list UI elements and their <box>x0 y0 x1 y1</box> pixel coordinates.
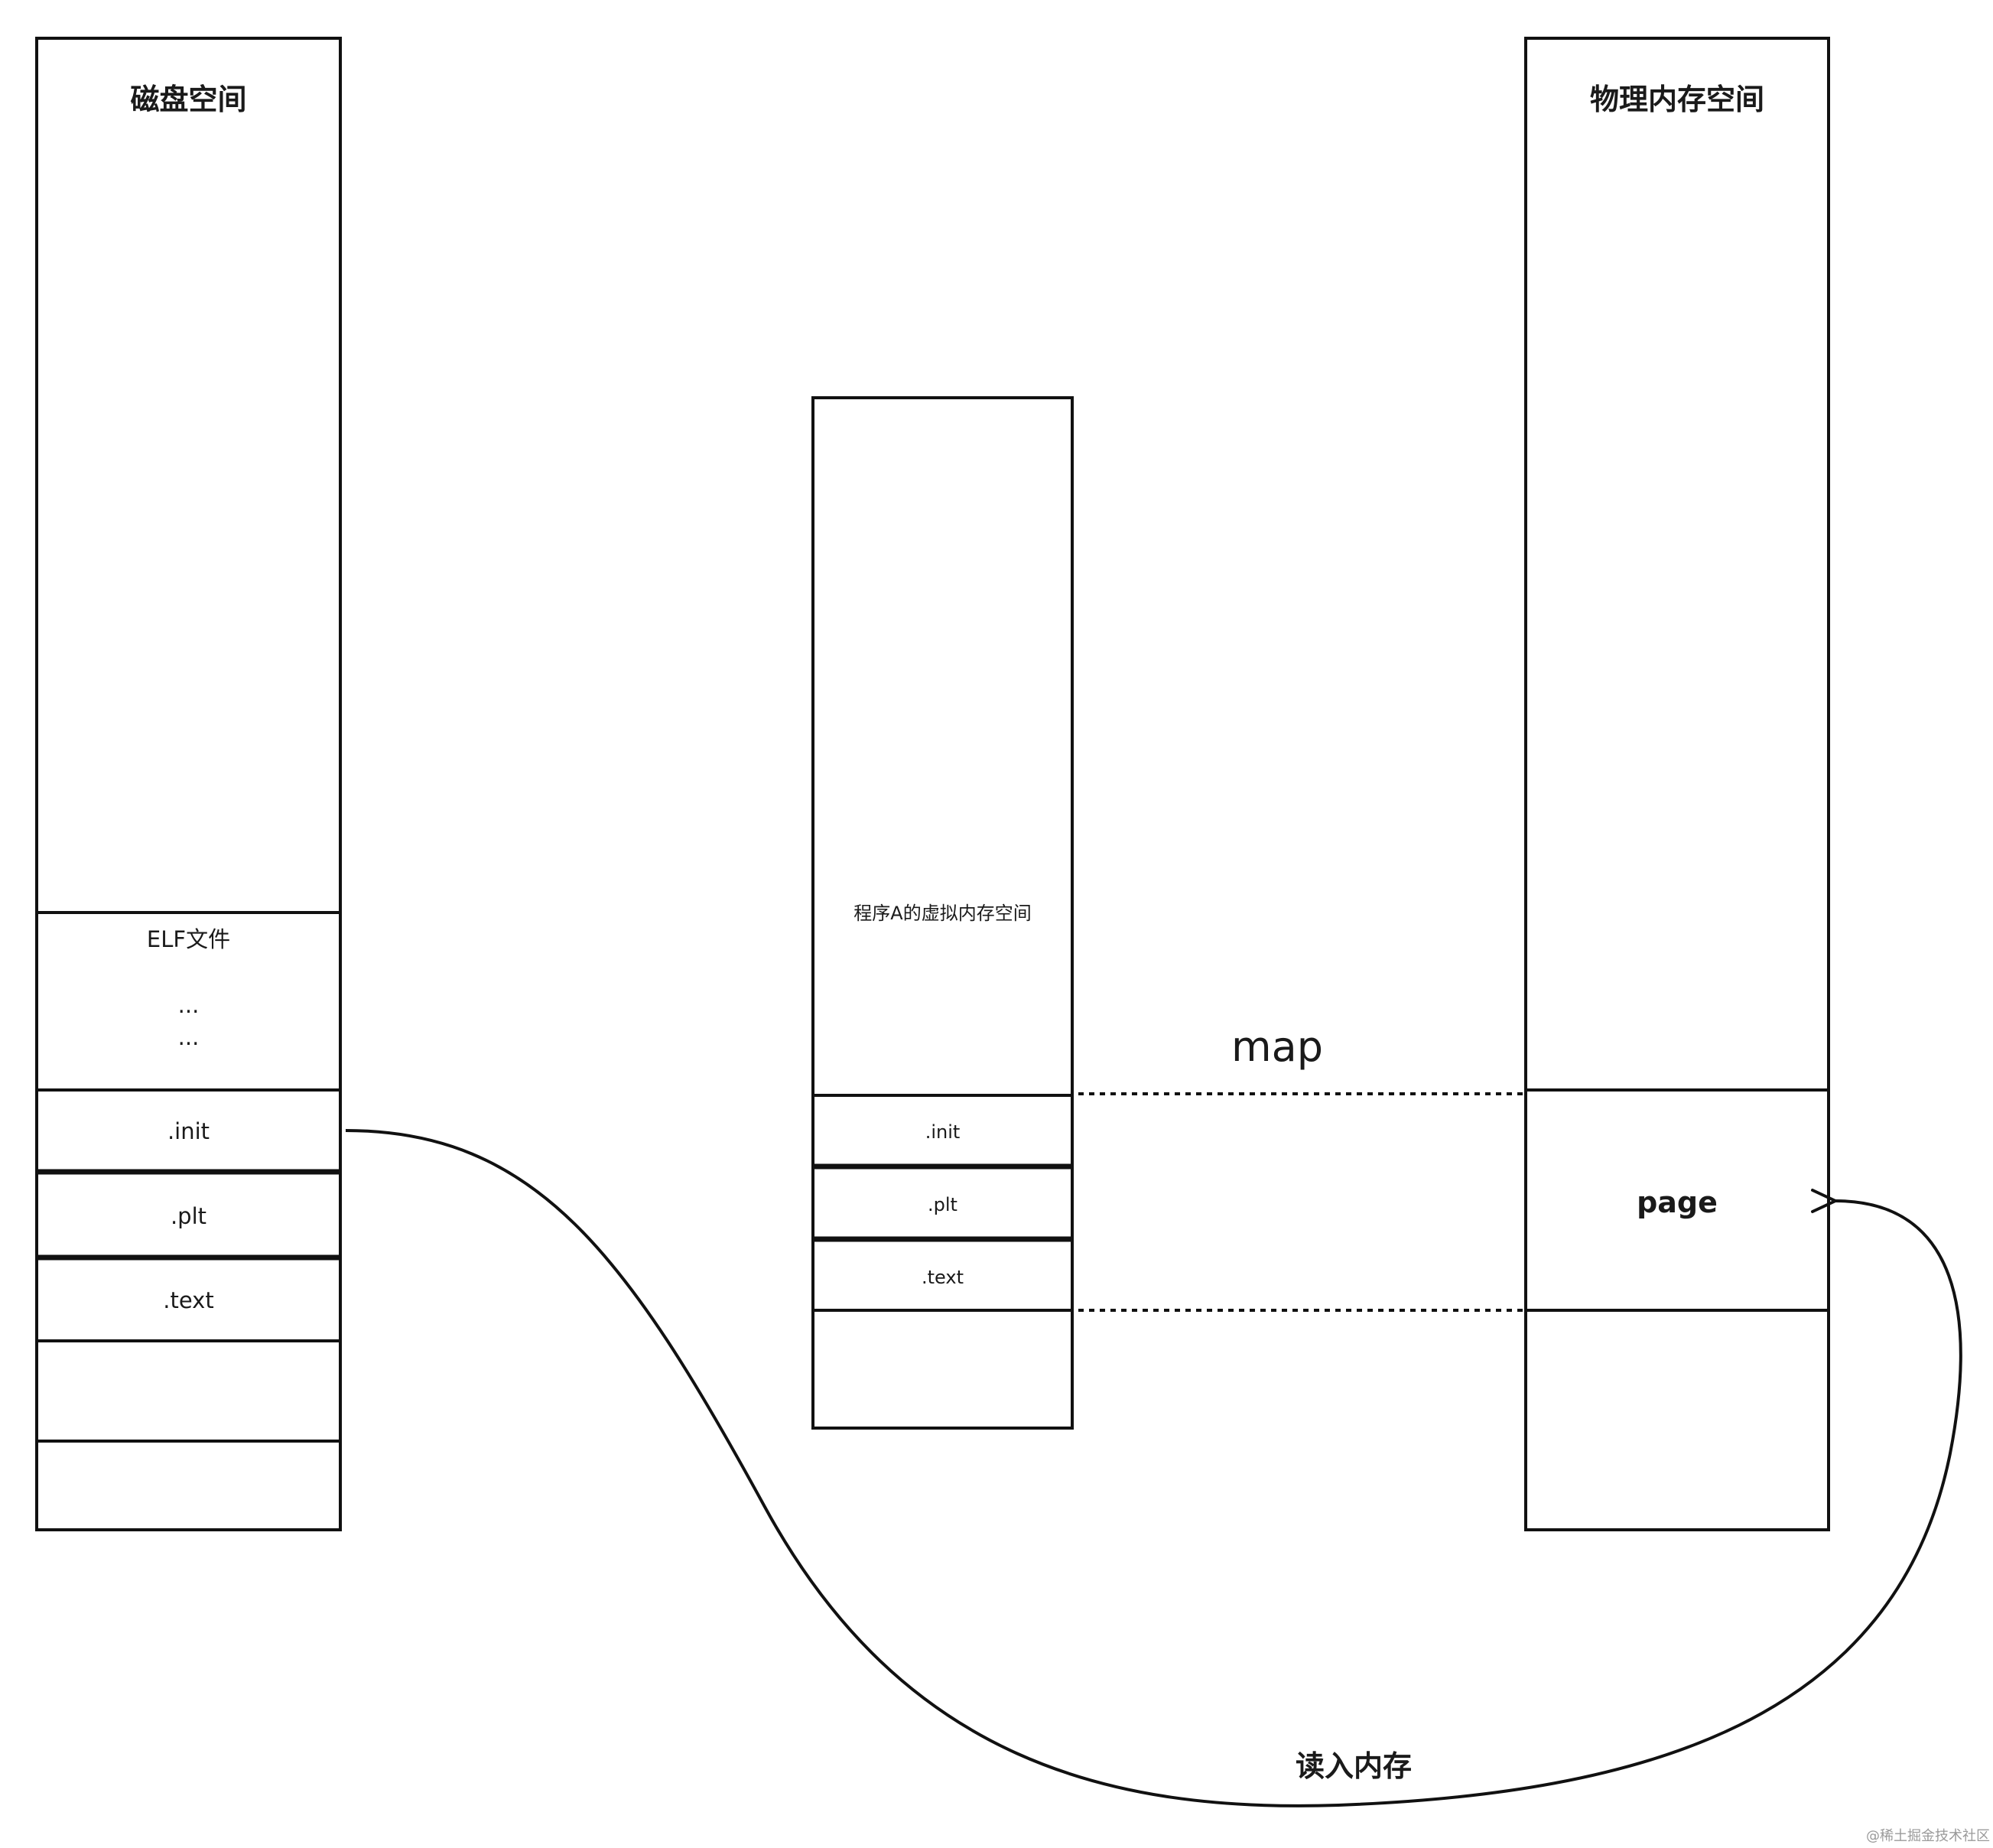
disk-ellipsis-2: ... <box>177 1024 200 1050</box>
disk-outer-box <box>35 37 342 1531</box>
watermark: @稀土掘金技术社区 <box>1866 1828 1990 1844</box>
disk-init-label: .init <box>167 1118 210 1144</box>
virtual-title: 程序A的虚拟内存空间 <box>853 903 1032 924</box>
virtual-init-label: .init <box>925 1121 961 1143</box>
read-into-memory-label: 读入内存 <box>1295 1749 1412 1783</box>
disk-elf-label: ELF文件 <box>146 926 231 952</box>
physical-column <box>1524 37 1830 1531</box>
physical-title: 物理内存空间 <box>1589 83 1764 116</box>
read-into-memory-arrow <box>345 1129 1962 1807</box>
map-label: map <box>1231 1023 1323 1071</box>
disk-plt-label: .plt <box>170 1203 207 1229</box>
virtual-plt-label: .plt <box>928 1194 957 1215</box>
disk-title: 磁盘空间 <box>130 83 247 116</box>
physical-outer-box <box>1524 37 1830 1531</box>
virtual-text-label: .text <box>922 1267 964 1288</box>
physical-page-label: page <box>1637 1186 1718 1219</box>
virtual-outer-box <box>811 396 1074 1430</box>
disk-text-label: .text <box>163 1287 214 1313</box>
disk-ellipsis-1: ... <box>177 992 200 1018</box>
disk-column <box>35 37 342 1531</box>
virtual-column <box>811 396 1074 1430</box>
